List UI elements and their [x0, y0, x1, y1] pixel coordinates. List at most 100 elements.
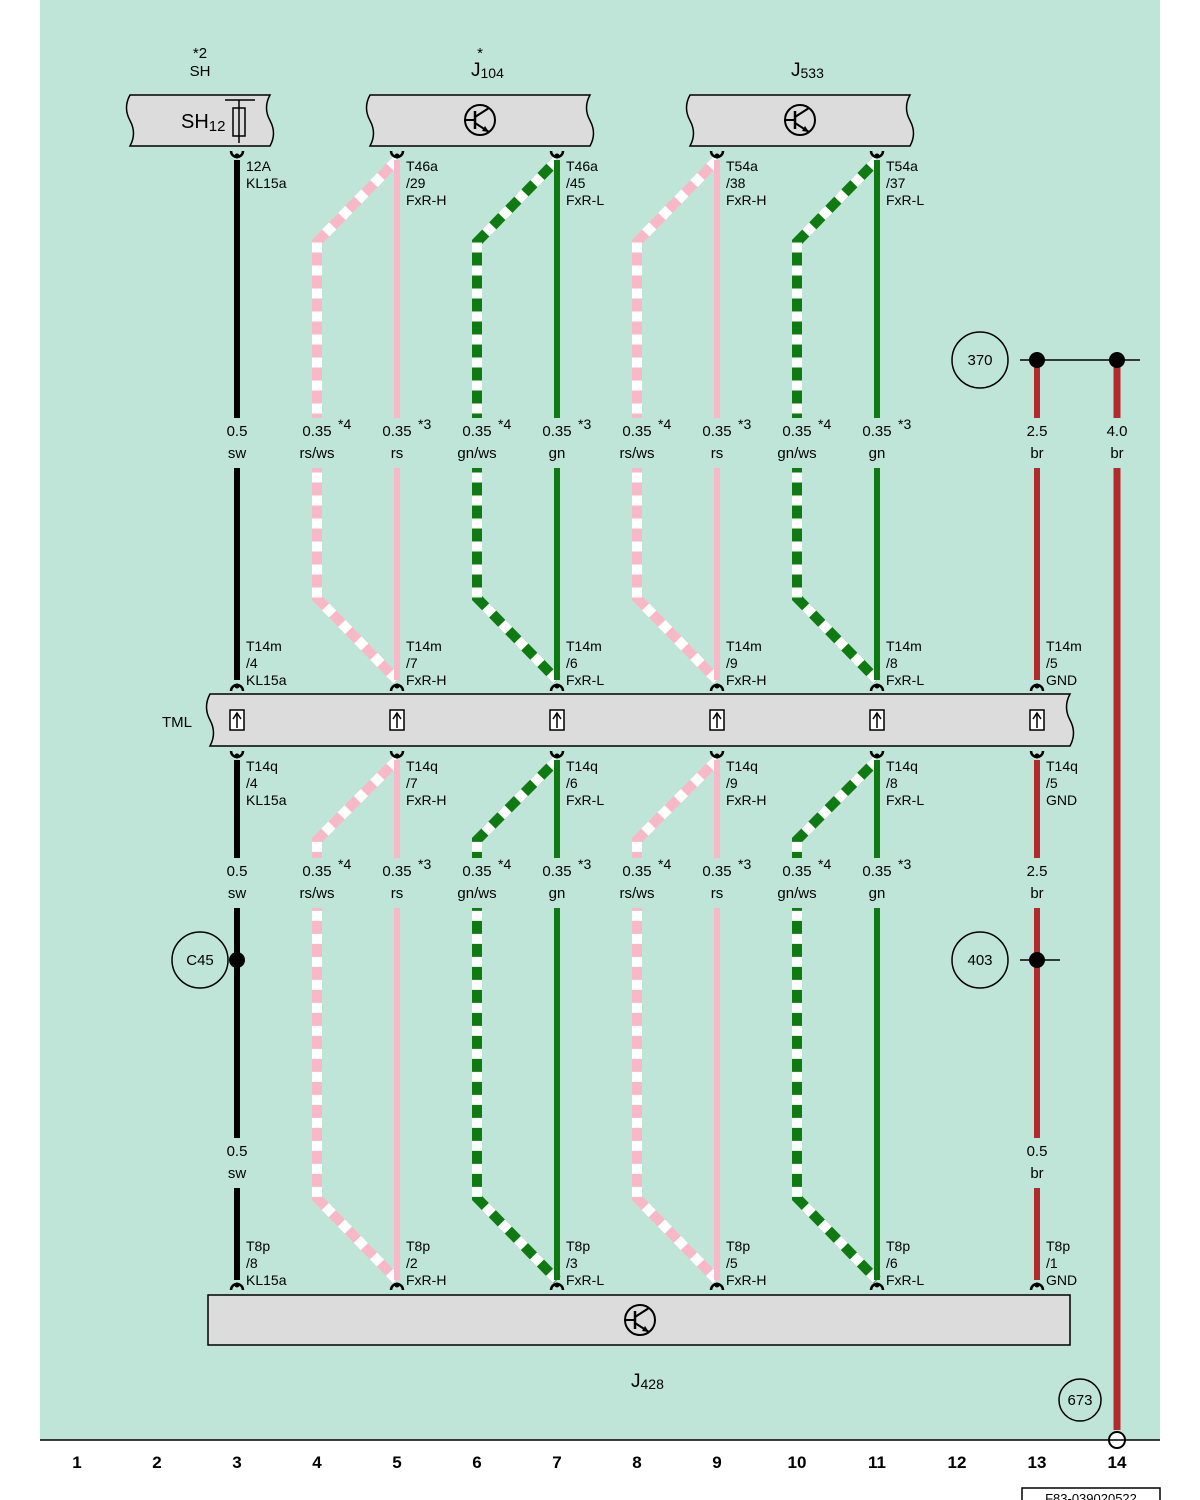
column-number: 8	[632, 1453, 641, 1472]
wire-size-label: 0.35	[302, 423, 331, 440]
label-gap	[537, 858, 577, 908]
wire-size-label: 0.35	[622, 423, 651, 440]
column-number: 10	[788, 1453, 807, 1472]
tml-bottom-pin-cap-dot	[714, 753, 720, 759]
wire-color-label: br	[1030, 445, 1043, 462]
j104-box	[365, 94, 595, 147]
top-pin-cap-dot	[554, 153, 560, 159]
j428-title: J428	[631, 1371, 664, 1392]
tml-bottom-pin-cap-dot	[1034, 753, 1040, 759]
wire-size-label: 0.5	[227, 863, 248, 880]
tml-bottom-pin-label-line1: T14q	[726, 758, 758, 774]
tml-top-pin-label-line2: /4	[246, 655, 258, 671]
tml-bottom-pin-label-line1: T14q	[406, 758, 438, 774]
wire-color-label: gn	[869, 445, 886, 462]
tml-top-pin-label-line3: FxR-H	[726, 672, 766, 688]
wire-color-label: rs	[711, 445, 724, 462]
label-gap	[1017, 858, 1057, 908]
doc-code-box	[1021, 1487, 1161, 1500]
wire-note-label: *3	[738, 856, 751, 872]
wire-size-label: 0.35	[542, 423, 571, 440]
label-gap	[297, 418, 337, 468]
wire-note-label: *4	[658, 856, 671, 872]
wire-color-label: rs	[391, 885, 404, 902]
wire-size-label: 0.35	[542, 863, 571, 880]
wire-size-label: 0.5	[227, 423, 248, 440]
j533-title: J533	[791, 60, 824, 81]
j533-transistor-icon	[784, 104, 816, 136]
doc-code: F83-039020522	[1045, 1491, 1137, 1500]
label-gap	[777, 418, 817, 468]
ref-370: 370	[967, 352, 992, 369]
splice-dot	[1029, 952, 1045, 968]
tml-bottom-pin-label-line3: GND	[1046, 792, 1077, 808]
wire-note-label: *3	[898, 856, 911, 872]
j428-pin-label-line2: /6	[886, 1255, 898, 1271]
wire-color-label: br	[1030, 1165, 1043, 1182]
tml-top-pin-cap-dot	[554, 683, 560, 689]
wire-note-label: *4	[658, 416, 671, 432]
tml-pin-icon	[709, 709, 725, 731]
j428-pin-label-line1: T8p	[1046, 1238, 1070, 1254]
tml-bottom-pin-label-line2: /9	[726, 775, 738, 791]
splice-dot	[229, 952, 245, 968]
j428-pin-label-line2: /8	[246, 1255, 258, 1271]
column-number: 13	[1028, 1453, 1047, 1472]
j428-pin-label-line3: FxR-H	[406, 1272, 446, 1288]
j428-box	[207, 1294, 1071, 1346]
j428-pin-label-line1: T8p	[246, 1238, 270, 1254]
top-pin-label-line1: T46a	[406, 158, 438, 174]
tml-bottom-pin-label-line1: T14q	[246, 758, 278, 774]
wire-note-label: *3	[418, 416, 431, 432]
tml-pin-icon	[229, 709, 245, 731]
wire-note-label: *3	[578, 856, 591, 872]
tml-top-pin-label-line2: /7	[406, 655, 418, 671]
wire-color-label: gn/ws	[457, 445, 496, 462]
wire-size-label: 0.35	[622, 863, 651, 880]
wire-note-label: *3	[578, 416, 591, 432]
tml-bottom-pin-cap-dot	[874, 753, 880, 759]
wire-color-label: br	[1110, 445, 1123, 462]
tml-pin-icon	[549, 709, 565, 731]
component-boxes	[125, 94, 1126, 1449]
j428-pin-label-line3: FxR-L	[886, 1272, 924, 1288]
top-pin-cap-dot	[394, 153, 400, 159]
tml-top-pin-label-line3: FxR-L	[886, 672, 924, 688]
top-pin-label-line2: /38	[726, 175, 746, 191]
top-pin-label-line2: /37	[886, 175, 906, 191]
column-number: 11	[868, 1453, 886, 1472]
j428-pin-label-line2: /2	[406, 1255, 418, 1271]
tml-top-pin-label-line1: T14m	[886, 638, 922, 654]
label-gap	[1097, 418, 1137, 468]
lower-fxr-h-2-twisted-wire	[632, 756, 721, 1284]
tml-top-pin-cap-dot	[714, 683, 720, 689]
wire-color-label: gn	[549, 445, 566, 462]
top-pin-cap-dot	[874, 153, 880, 159]
lower-fxr-h-1-twisted-wire	[312, 756, 401, 1284]
wire-color-label: gn/ws	[457, 885, 496, 902]
tml-bottom-pin-label-line3: FxR-H	[406, 792, 446, 808]
top-pin-label-line1: 12A	[246, 158, 272, 174]
label-gap	[217, 1138, 257, 1188]
wire-size-label: 0.35	[782, 863, 811, 880]
tml-top-pin-label-line3: FxR-L	[566, 672, 604, 688]
tml-bottom-pin-label-line1: T14q	[886, 758, 918, 774]
tml-bottom-pin-label-line1: T14q	[1046, 758, 1078, 774]
wire-note-label: *3	[898, 416, 911, 432]
lower-fxr-l-2-twisted-wire	[792, 756, 881, 1284]
wire-size-label: 2.5	[1027, 423, 1048, 440]
wire-color-label: gn/ws	[777, 885, 816, 902]
tml-bottom-pin-label-line3: KL15a	[246, 792, 287, 808]
wire-note-label: *4	[338, 856, 351, 872]
top-pin-label-line2: /45	[566, 175, 586, 191]
label-gap	[617, 858, 657, 908]
tml-pin-icon	[869, 709, 885, 731]
j104-transistor-icon	[464, 104, 496, 136]
tml-bottom-pin-label-line1: T14q	[566, 758, 598, 774]
label-gap	[1017, 1138, 1057, 1188]
tml-bottom-pin-label-line3: FxR-L	[566, 792, 604, 808]
j428-pin-label-line3: FxR-L	[566, 1272, 604, 1288]
wire-color-label: gn	[549, 885, 566, 902]
top-pin-label-line3: FxR-L	[566, 192, 604, 208]
wire-size-label: 0.35	[862, 423, 891, 440]
